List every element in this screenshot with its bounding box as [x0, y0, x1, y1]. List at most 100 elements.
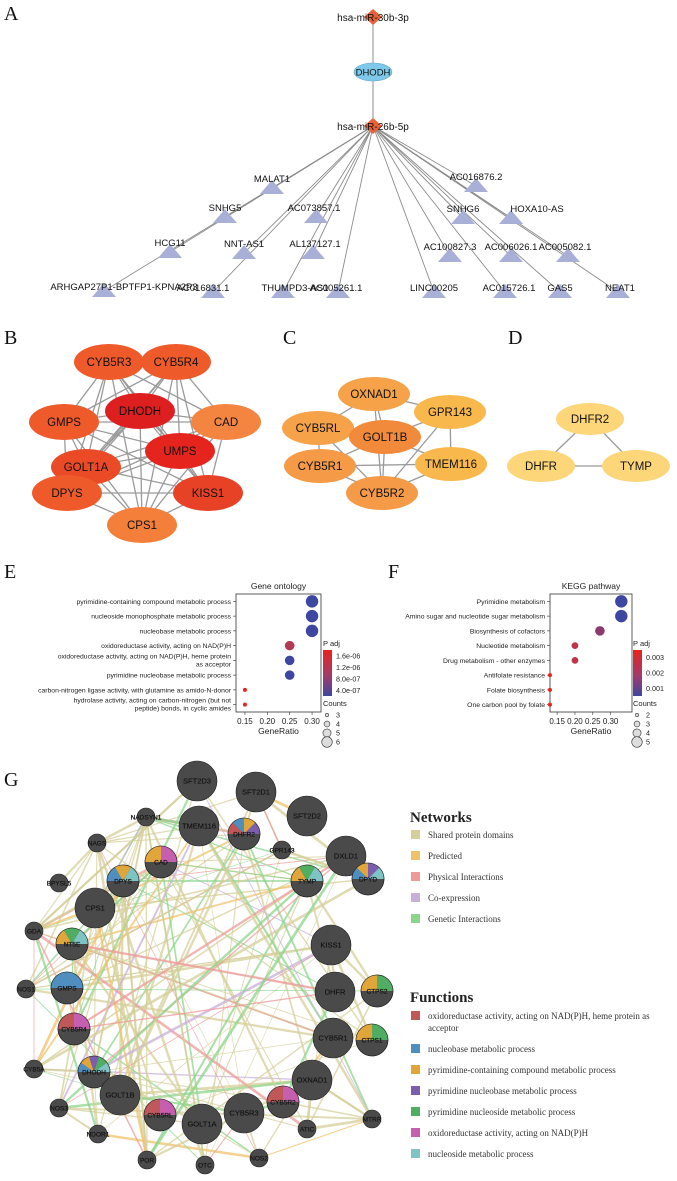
gene-label-cyb5r4: CYB5R4 [61, 1027, 87, 1034]
function-wedge [228, 822, 244, 834]
function-wedge [74, 1013, 90, 1029]
lncrna-node [556, 248, 580, 262]
node-label-tymp: TYMP [620, 461, 652, 473]
node-ring [55, 927, 89, 961]
gene-label-otc: OTC [198, 1163, 212, 1170]
lncrna-label-snhg5: SNHG5 [209, 203, 242, 214]
network-legend-label-co-expression: Co-expression [428, 893, 480, 903]
edge [243, 833, 373, 1120]
panel-g-nodes: NADSYN1SFT2D3SFT2D1NAGSCADTMEM116DHFR2SF… [16, 760, 394, 1175]
node-gpr143 [414, 395, 486, 429]
lncrna-node [301, 245, 325, 259]
data-point [242, 687, 247, 692]
node-kiss1 [173, 475, 243, 511]
edge [145, 855, 348, 1161]
gene-node-cyb5r1 [312, 1017, 354, 1059]
gene-label-bpysl5: BPYSL5 [47, 881, 72, 888]
function-wedge [356, 863, 368, 879]
gene-node-bpysl5 [49, 873, 69, 893]
size-legend-title: Counts [323, 699, 347, 708]
network-legend-label-predicted: Predicted [428, 851, 462, 861]
edge [160, 861, 203, 1125]
function-legend-label: oxidoreductase activity, acting on NAD(P… [428, 1128, 589, 1138]
node-ring [57, 1012, 91, 1046]
function-wedge [267, 1086, 283, 1102]
edge [372, 125, 477, 187]
edge [58, 1107, 203, 1125]
size-legend-dot [323, 720, 331, 728]
gene-node-nadsyn1 [136, 807, 156, 827]
gene-label-oxnad1: OXNAD1 [297, 1076, 328, 1085]
category-label: pyrimidine nucleobase metabolic process [107, 673, 232, 680]
gene-node-dhfr [314, 971, 356, 1013]
function-wedge [356, 1024, 372, 1040]
x-tick-label: 0.20 [567, 717, 583, 726]
function-wedge [283, 1086, 299, 1102]
node-cad [191, 404, 261, 440]
function-swatch [411, 1044, 420, 1053]
lncrna-label-linc00205: LINC00205 [410, 283, 458, 294]
data-point [284, 670, 295, 680]
color-tick-label: 8.0e-07 [336, 674, 360, 683]
panel-label-e: E [4, 561, 16, 583]
panel-g-legend: Networks Shared protein domainsPredicted… [410, 810, 650, 1159]
function-wedge [94, 1062, 110, 1072]
gene-node-nos1 [16, 979, 36, 999]
gene-label-gmps: GMPS [57, 986, 77, 993]
gene-label-golt1a: GOLT1A [187, 1120, 216, 1129]
lncrna-label-ac016876-2: AC016876.2 [450, 172, 503, 183]
mrna-node [353, 62, 393, 82]
gene-node-cps1 [74, 887, 116, 929]
gene-label-dhodh: DHODH [82, 1070, 106, 1077]
network-swatch [411, 851, 420, 860]
gene-node-sft2d3 [176, 760, 218, 802]
category-label: Folate biosynthesis [487, 687, 546, 694]
category-label: Amino sugar and nucleotide sugar metabol… [405, 614, 545, 621]
gene-label-cyb5r1: CYB5R1 [318, 1034, 347, 1043]
function-legend-label: oxidoreductase activity, acting on NAD(P… [428, 1011, 650, 1021]
edge [201, 849, 283, 1125]
node-label-oxnad1: OXNAD1 [350, 389, 397, 401]
gene-label-ctps1: CTPS1 [362, 1038, 383, 1045]
category-label: oxidoreductase activity, acting on NAD(P… [58, 653, 231, 660]
edge [372, 125, 561, 293]
edge [73, 991, 336, 1030]
function-swatch [411, 1011, 420, 1020]
node-label-cyb5r1: CYB5R1 [298, 461, 343, 473]
node-ring [266, 1085, 300, 1119]
edge [306, 1117, 373, 1131]
lncrna-node [232, 245, 256, 259]
gene-label-ndor1: NDOR1 [87, 1132, 110, 1139]
node-ring [50, 971, 84, 1005]
network-swatch [411, 872, 420, 881]
edge [212, 125, 374, 293]
size-legend-dot [321, 736, 333, 748]
category-label: Pyrimidine metabolism [477, 599, 546, 606]
gene-node-gpr143 [272, 840, 292, 860]
function-swatch [411, 1065, 420, 1074]
color-tick-label: 1.2e-06 [336, 663, 360, 672]
size-legend-dot [634, 712, 639, 717]
x-axis-label: GeneRatio [571, 726, 612, 736]
size-tick-label: 3 [336, 711, 340, 720]
lncrna-label-malat1: MALAT1 [254, 174, 290, 185]
edge [108, 361, 143, 526]
function-wedge [361, 975, 377, 991]
network-swatch [411, 830, 420, 839]
function-wedge [372, 1024, 388, 1040]
data-point [615, 595, 628, 608]
mirna-label-1: hsa-miR-30b-3p [337, 13, 409, 24]
lncrna-node [499, 248, 523, 262]
node-label-cyb5r3: CYB5R3 [87, 357, 132, 369]
function-wedge [58, 1013, 74, 1029]
category-label: peptide) bonds, in cyclic amides [135, 706, 232, 713]
edge [94, 907, 161, 1116]
edge [73, 1028, 260, 1159]
gene-node-nags [87, 833, 107, 853]
x-axis-label: GeneRatio [258, 726, 299, 736]
gene-label-gda: GDA [27, 929, 42, 936]
edge [96, 791, 257, 844]
function-wedge [81, 1056, 94, 1072]
